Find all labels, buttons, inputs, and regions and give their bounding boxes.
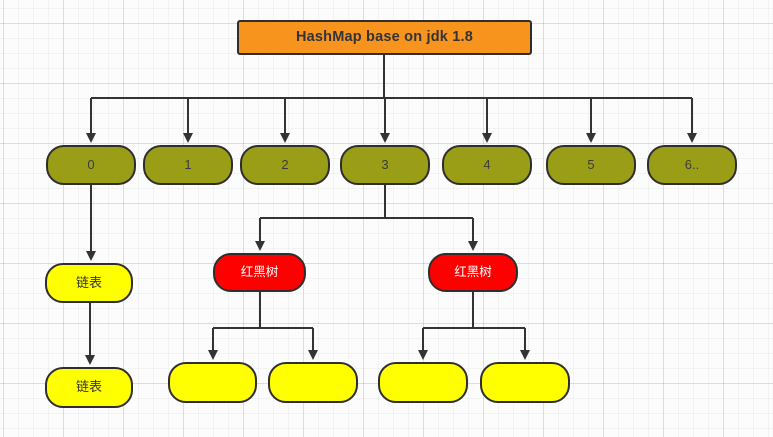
node-label: 2: [281, 156, 289, 172]
node-list-2[interactable]: 链表: [45, 367, 133, 408]
arrowhead-icon: [255, 241, 265, 251]
arrowhead-icon: [482, 133, 492, 143]
node-bucket-4[interactable]: 4: [442, 145, 532, 185]
arrowhead-icon: [520, 350, 530, 360]
node-bucket-3[interactable]: 3: [340, 145, 430, 185]
arrowhead-icon: [208, 350, 218, 360]
node-leaf-4[interactable]: [480, 362, 570, 403]
arrowhead-icon: [308, 350, 318, 360]
node-bucket-1[interactable]: 1: [143, 145, 233, 185]
arrowhead-icon: [468, 241, 478, 251]
node-label: 红黑树: [454, 264, 492, 279]
node-leaf-1[interactable]: [168, 362, 257, 403]
node-label: HashMap base on jdk 1.8: [295, 28, 474, 45]
arrowhead-icon: [687, 133, 697, 143]
arrowhead-icon: [86, 251, 96, 261]
arrowhead-icon: [85, 355, 95, 365]
node-label: 4: [483, 156, 491, 172]
node-tree-2[interactable]: 红黑树: [428, 253, 518, 292]
node-bucket-2[interactable]: 2: [240, 145, 330, 185]
node-bucket-0[interactable]: 0: [46, 145, 136, 185]
arrowhead-icon: [586, 133, 596, 143]
arrowhead-icon: [86, 133, 96, 143]
node-tree-1[interactable]: 红黑树: [213, 253, 306, 292]
node-label: 红黑树: [240, 264, 279, 279]
arrowhead-icon: [183, 133, 193, 143]
node-leaf-2[interactable]: [268, 362, 358, 403]
node-label: 链表: [75, 379, 102, 395]
node-leaf-3[interactable]: [378, 362, 468, 403]
node-label: 链表: [75, 274, 102, 290]
node-title[interactable]: HashMap base on jdk 1.8: [237, 20, 532, 55]
arrowhead-icon: [418, 350, 428, 360]
node-label: 0: [87, 156, 95, 172]
node-label: 6..: [684, 156, 700, 172]
node-bucket-5[interactable]: 5: [546, 145, 636, 185]
arrowhead-icon: [280, 133, 290, 143]
node-bucket-6[interactable]: 6..: [647, 145, 737, 185]
node-list-1[interactable]: 链表: [45, 263, 133, 303]
node-label: 1: [184, 156, 192, 172]
node-label: 3: [381, 156, 389, 172]
node-label: 5: [587, 156, 595, 172]
arrowhead-icon: [380, 133, 390, 143]
